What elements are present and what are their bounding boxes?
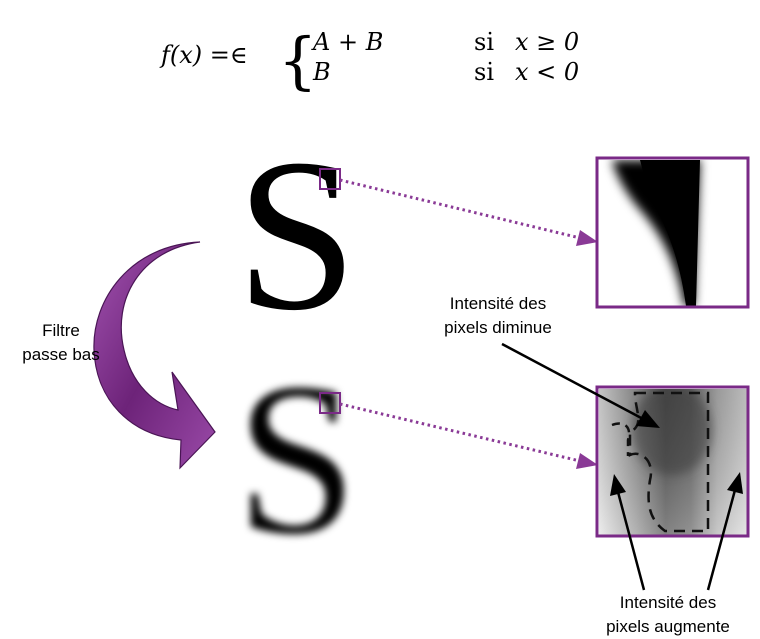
dotted-arrow-top [339,178,598,246]
formula-case1-word: si [474,28,494,56]
filter-label-line1: Filtre [42,321,80,340]
filtered-s-group: S [236,339,357,580]
decrease-label-line2: pixels diminue [444,318,552,337]
dashed-region-outline [628,391,710,533]
dashed-region-left [611,422,631,456]
filter-label-line2: passe bas [22,345,100,364]
filter-curved-arrow [93,241,216,470]
formula-case1-value: A + B [311,28,383,56]
formula-case2-word: si [474,58,494,86]
arrow-decrease-pointer [501,342,660,428]
arrow-increase-left [610,474,646,591]
zoom-filtered-frame [595,385,750,538]
dotted-arrow-bottom [339,402,598,469]
formula-case1-condition: x ≥ 0 [515,28,579,56]
formula-case2-value: B [312,58,331,86]
formula-lhs: f(x) =∈ [159,41,248,69]
original-s-letter: S [236,115,357,356]
formula-case2-condition: x < 0 [515,58,579,86]
increase-label-line2: pixels augmente [606,617,730,636]
zoom-filtered-content [599,389,747,535]
arrow-increase-right [706,472,743,591]
original-sample-box [319,168,341,190]
filtered-sample-box [319,392,341,414]
formula: f(x) =∈ { A + B si x ≥ 0 B si x < 0 [159,24,579,97]
zoom-original-content [599,160,747,306]
zoom-original-frame [595,156,750,309]
formula-brace: { [278,24,317,97]
filtered-s-letter: S [236,339,357,580]
increase-label-line1: Intensité des [620,593,716,612]
decrease-label-line1: Intensité des [450,294,546,313]
